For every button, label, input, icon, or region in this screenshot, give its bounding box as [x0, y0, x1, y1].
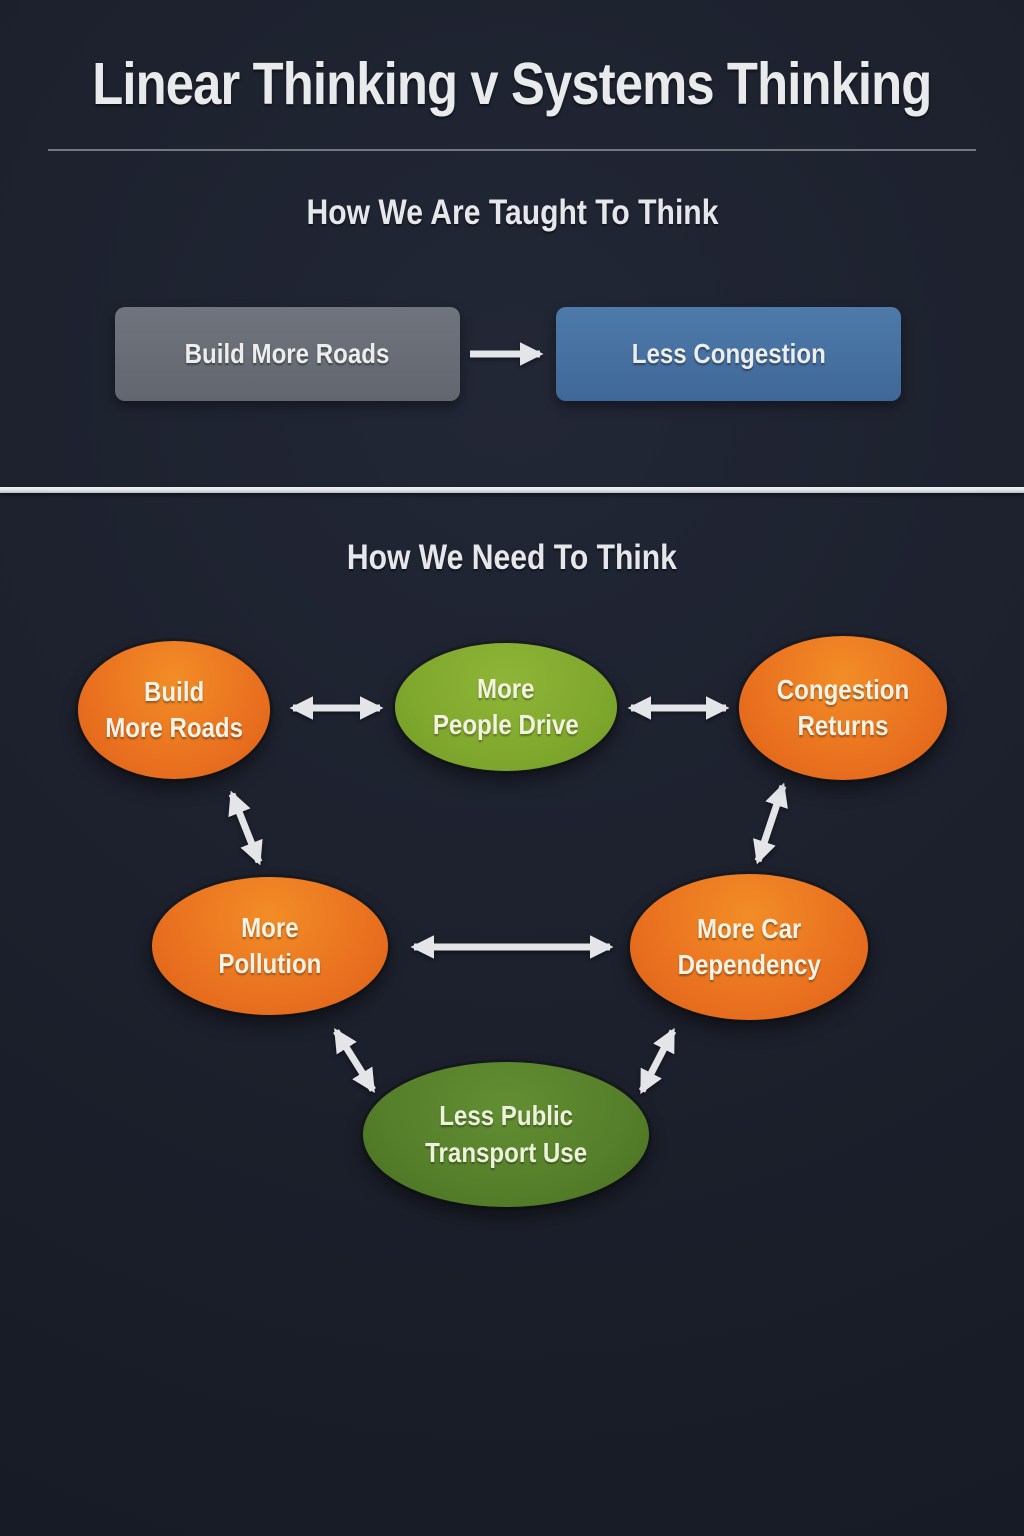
node-more-people-drive: More People Drive	[395, 643, 617, 771]
cause-box-label: Build More Roads	[185, 338, 390, 369]
arrow-build-more-roads-more-pollution	[228, 790, 263, 866]
node-less-public-transport-use: Less Public Transport Use	[363, 1062, 649, 1207]
node-build-more-roads: Build More Roads	[78, 641, 270, 779]
node-more-people-drive-label: More People Drive	[433, 672, 579, 740]
page-title: Linear Thinking v Systems Thinking	[0, 50, 1024, 118]
node-less-public-transport-use-label: Less Public Transport Use	[425, 1100, 587, 1168]
arrow-more-car-dependency-less-public-transport	[638, 1027, 677, 1095]
section-divider	[0, 487, 1024, 493]
effect-box-label: Less Congestion	[631, 338, 826, 369]
node-more-pollution: More Pollution	[152, 877, 388, 1015]
cause-box: Build More Roads	[115, 307, 460, 401]
effect-box: Less Congestion	[556, 307, 901, 401]
node-more-car-dependency: More Car Dependency	[630, 874, 868, 1020]
title-divider	[48, 149, 976, 151]
systems-section-heading: How We Need To Think	[347, 538, 677, 577]
linear-section-heading: How We Are Taught To Think	[306, 193, 718, 232]
arrow-more-pollution-less-public-transport	[333, 1027, 376, 1094]
node-build-more-roads-label: Build More Roads	[105, 675, 243, 743]
node-congestion-returns: Congestion Returns	[739, 636, 947, 780]
node-more-pollution-label: More Pollution	[218, 911, 322, 979]
page-title-text: Linear Thinking v Systems Thinking	[92, 51, 932, 117]
arrow-congestion-returns-more-car-dependency	[753, 782, 788, 865]
node-more-car-dependency-label: More Car Dependency	[677, 912, 821, 980]
node-congestion-returns-label: Congestion Returns	[776, 673, 910, 741]
